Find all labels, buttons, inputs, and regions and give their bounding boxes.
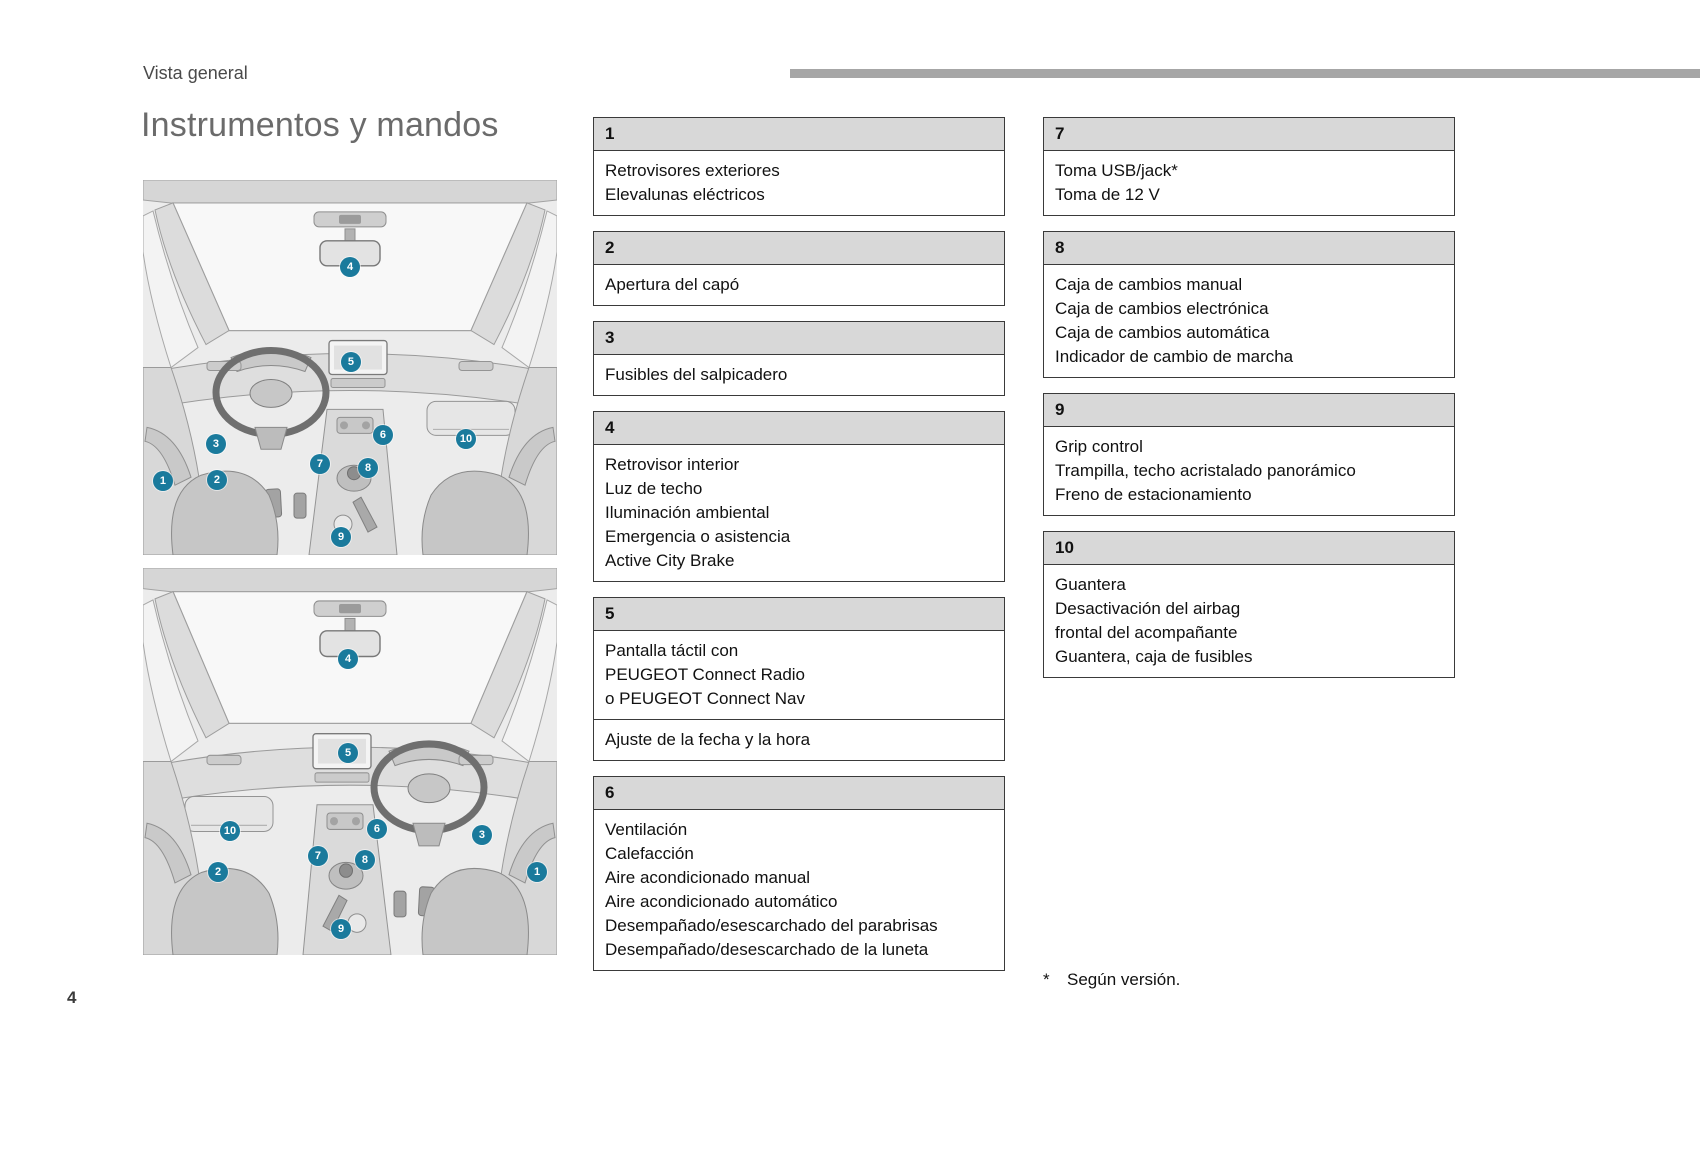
callout-marker-6: 6 [372,425,393,445]
item-description-line: Desactivación del airbag [1055,599,1241,618]
callout-marker-7: 7 [309,453,330,474]
item-number: 7 [1044,118,1454,151]
callout-marker-4: 4 [340,257,360,277]
callout-marker-4: 4 [338,648,358,669]
callout-marker-5: 5 [340,351,361,372]
item-description-line: Ventilación [605,820,688,839]
callout-marker-2: 2 [206,470,227,490]
footnote-text: Según versión. [1067,970,1181,989]
item-description-line: Indicador de cambio de marcha [1055,347,1294,366]
item-description-line: Ajuste de la fecha y la hora [605,730,811,749]
item-number: 9 [1044,394,1454,427]
item-description-line: o PEUGEOT Connect Nav [605,689,805,708]
item-description-line: Aire acondicionado manual [605,868,811,887]
item-description-line: Guantera [1055,575,1126,594]
callout-marker-8: 8 [358,458,378,478]
item-description-line: Caja de cambios manual [1055,275,1243,294]
item-description-line: Toma de 12 V [1055,185,1160,204]
callout-marker-5: 5 [338,742,358,763]
item-description-line: Apertura del capó [605,275,740,294]
section-label: Vista general [143,63,248,83]
item-number: 3 [594,322,1004,355]
callout-marker-9: 9 [331,918,352,939]
item-description-line: Active City Brake [605,551,735,570]
dashboard-illustration-lhd: 1 2 3 4 5 6 7 8 9 10 [143,180,557,555]
item-number: 1 [594,118,1004,151]
callout-marker-6: 6 [366,818,387,839]
item-description-line: Desempañado/desescarchado de la luneta [605,940,929,959]
item-description-line: Freno de estacionamiento [1055,485,1252,504]
dashboard-illustration-rhd: 1 2 3 4 5 6 7 8 9 10 [143,568,557,955]
item-number: 5 [594,598,1004,631]
item-description-line: Pantalla táctil con [605,641,739,660]
callout-marker-8: 8 [354,849,375,870]
item-number: 2 [594,232,1004,265]
item-number: 6 [594,777,1004,810]
item-description-line: PEUGEOT Connect Radio [605,665,805,684]
item-number: 10 [1044,532,1454,565]
item-description-line: Caja de cambios electrónica [1055,299,1269,318]
footnote: * Según versión. [1043,970,1180,990]
item-description-line: Calefacción [605,844,694,863]
item-description-line: Emergencia o asistencia [605,527,791,546]
callout-marker-3: 3 [205,434,226,454]
callout-marker-10: 10 [456,429,476,449]
item-description-line: Guantera, caja de fusibles [1055,647,1253,666]
callout-marker-2: 2 [208,861,229,882]
item-description-line: Retrovisor interior [605,455,740,474]
page-number: 4 [67,988,77,1007]
item-description-line: Trampilla, techo acristalado panorámico [1055,461,1356,480]
page-title: Instrumentos y mandos [141,106,499,144]
item-number: 4 [594,412,1004,445]
callout-marker-1: 1 [527,861,547,882]
item-description-line: Desempañado/esescarchado del parabrisas [605,916,938,935]
item-description-line: Aire acondicionado automático [605,892,838,911]
item-description-line: Retrovisores exteriores [605,161,780,180]
item-description-line: frontal del acompañante [1055,623,1238,642]
item-description: Apertura del capó [594,265,1004,305]
callout-marker-3: 3 [471,825,492,846]
callout-marker-9: 9 [331,527,352,547]
item-description-line: Elevalunas eléctricos [605,185,765,204]
item-description-line: Iluminación ambiental [605,503,770,522]
item-description: Toma USB/jack* Toma de 12 V [1044,151,1454,215]
item-number: 8 [1044,232,1454,265]
footnote-asterisk: * [1043,970,1050,989]
item-description-line: Luz de techo [605,479,703,498]
item-description-line: Fusibles del salpicadero [605,365,788,384]
item-description: Fusibles del salpicadero [594,355,1004,395]
callout-marker-1: 1 [152,471,173,491]
item-description-line: Toma USB/jack* [1055,161,1178,180]
callout-marker-7: 7 [307,846,328,866]
callout-marker-10: 10 [219,821,240,841]
item-description-line: Caja de cambios automática [1055,323,1270,342]
header-rule-bar [790,69,1700,78]
item-description-line: Grip control [1055,437,1143,456]
item-description: Ajuste de la fecha y la hora [594,719,1004,760]
